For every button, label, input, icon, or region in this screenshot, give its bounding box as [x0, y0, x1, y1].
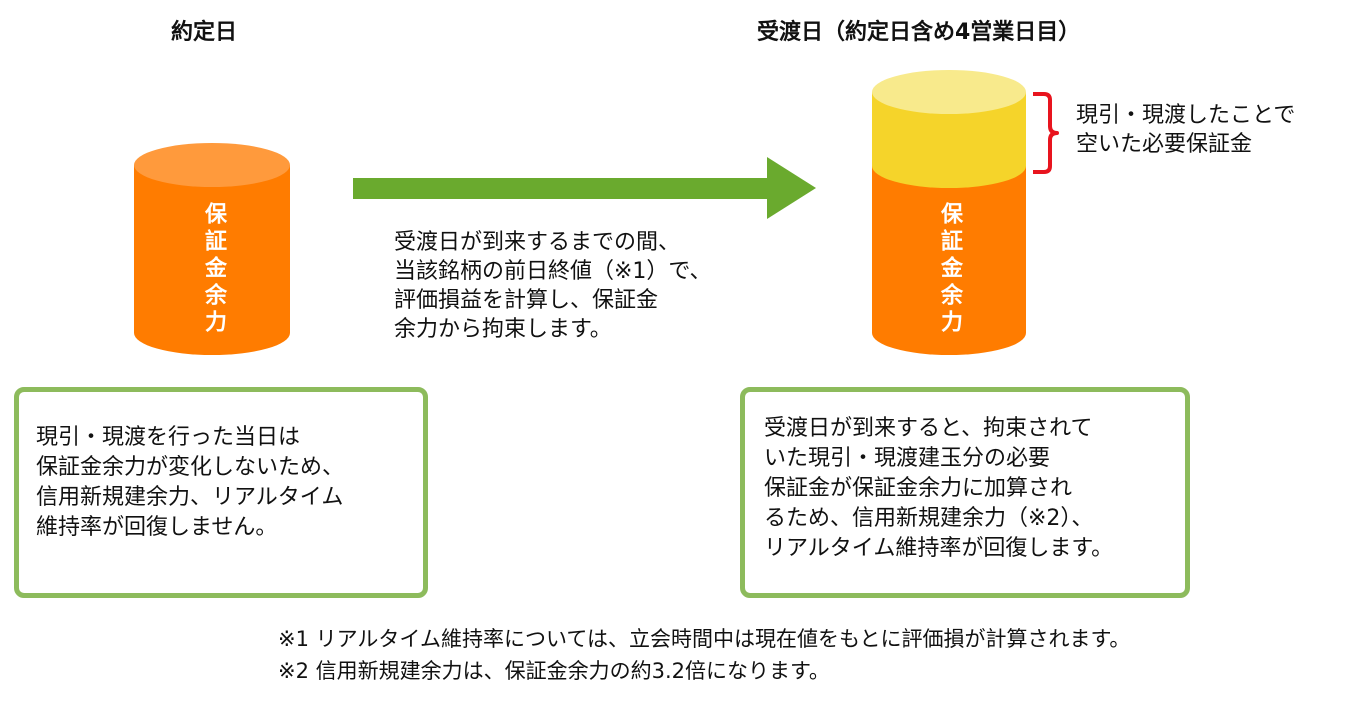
trade-date-note-text: 現引・現渡を行った当日は 保証金余力が変化しないため、 信用新規建余力、リアルタ… [36, 425, 345, 540]
right-cylinder-yellow-section [872, 92, 1026, 188]
footnote-2: ※2 信用新規建余力は、保証金余力の約3.2倍になります。 [278, 659, 830, 683]
settlement-date-heading: 受渡日（約定日含め4営業日目） [757, 20, 1081, 45]
freed-margin-bracket [1033, 92, 1059, 174]
settlement-date-note-text: 受渡日が到来すると、拘束されて いた現引・現渡建玉分の必要 保証金が保証金余力に… [764, 416, 1114, 561]
restriction-explanation: 受渡日が到来するまでの間、 当該銘柄の前日終値（※1）で、 評価損益を計算し、保… [394, 230, 712, 342]
footnote-1: ※1 リアルタイム維持率については、立会時間中は現在値をもとに評価損が計算されま… [278, 627, 1131, 651]
right-cylinder-top [872, 70, 1026, 114]
left-cylinder-label: 保証金余力 [201, 202, 226, 337]
freed-margin-label: 現引・現渡したことで 空いた必要保証金 [1076, 103, 1296, 157]
left-cylinder-body [134, 165, 290, 355]
trade-date-note-box: 現引・現渡を行った当日は 保証金余力が変化しないため、 信用新規建余力、リアルタ… [14, 387, 428, 598]
flow-arrow [353, 157, 816, 219]
trade-date-heading: 約定日 [171, 20, 238, 45]
left-cylinder-top [134, 143, 290, 187]
right-cylinder-label: 保証金余力 [937, 202, 962, 337]
left-margin-cylinder [134, 143, 290, 355]
settlement-date-note-box: 受渡日が到来すると、拘束されて いた現引・現渡建玉分の必要 保証金が保証金余力に… [740, 387, 1190, 598]
flow-arrow-head [767, 157, 816, 219]
right-cylinder-orange-body [872, 166, 1026, 355]
right-margin-cylinder [872, 70, 1026, 355]
flow-arrow-shaft [353, 178, 770, 199]
